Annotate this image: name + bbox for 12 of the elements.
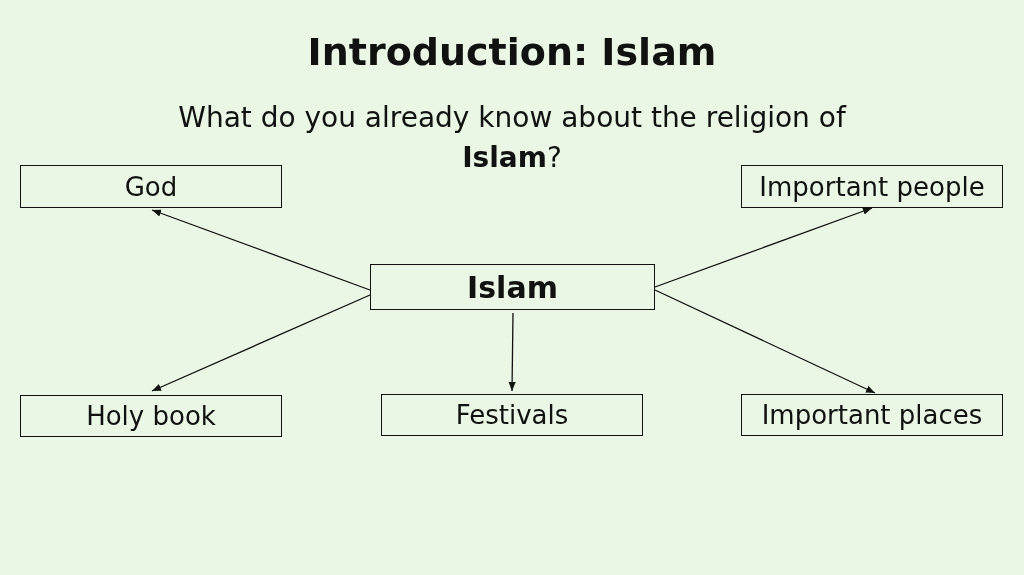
topic-box: Holy book (20, 395, 282, 437)
topic-box: Important people (741, 165, 1003, 208)
arrow (151, 294, 371, 392)
topic-box: Important places (741, 394, 1003, 436)
topic-box: God (20, 165, 282, 208)
central-topic-box: Islam (370, 264, 655, 310)
title: Introduction: Islam (306, 30, 718, 74)
arrow (151, 209, 371, 291)
arrow (654, 207, 873, 288)
arrow (654, 289, 876, 394)
topic-box: Festivals (381, 394, 643, 436)
arrow (508, 312, 516, 392)
